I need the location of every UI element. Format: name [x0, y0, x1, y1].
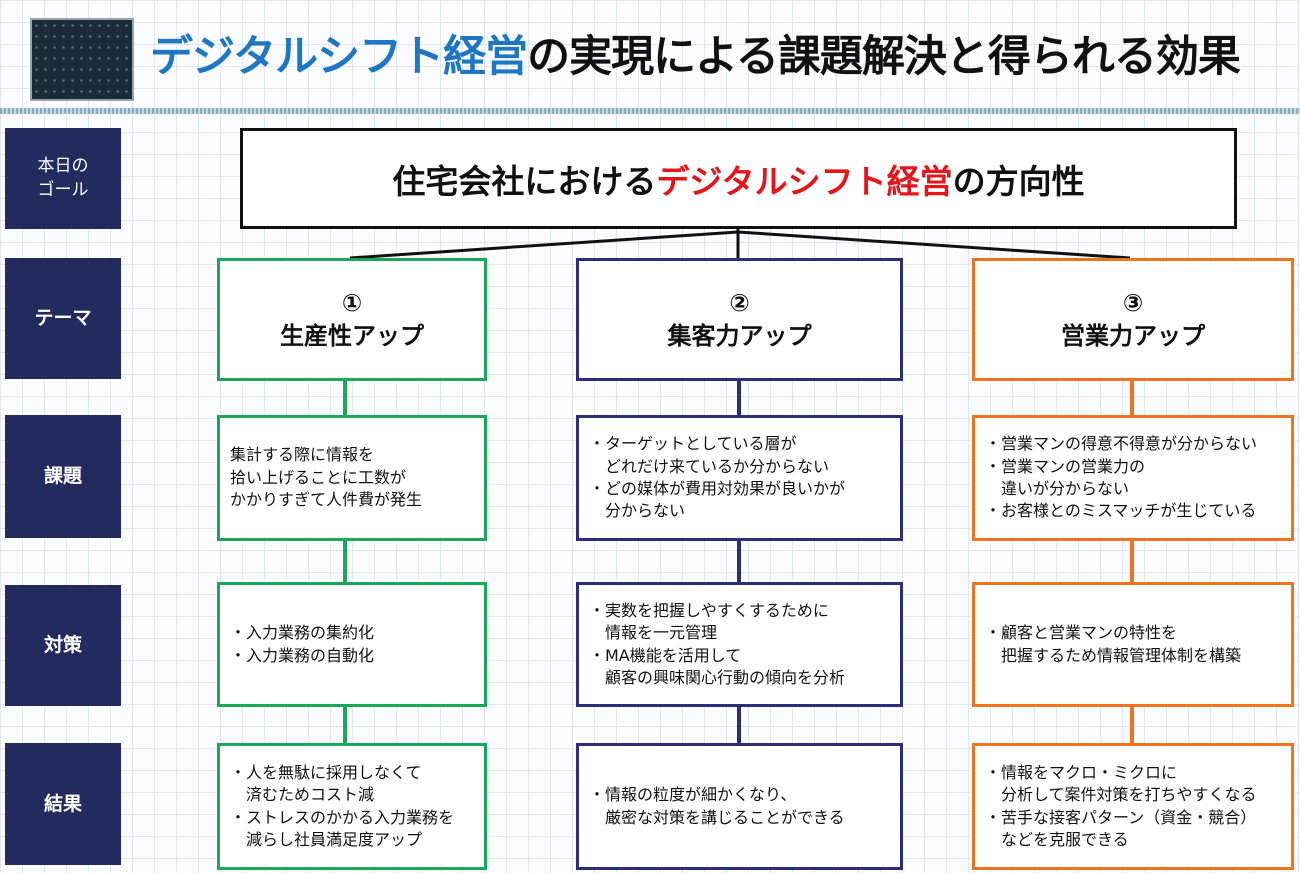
measure-line: ・入力業務の集約化 [230, 623, 375, 643]
goal-highlight: デジタルシフト経営 [656, 161, 953, 201]
issue-line: 分からない [589, 501, 686, 521]
result-line: ・苦手な接客パターン（資金・競合） [985, 807, 1257, 827]
measure-line: 情報を一元管理 [589, 623, 718, 643]
issue-box-1: 集計する際に情報を拾い上げることに工数がかかりすぎて人件費が発生 [217, 415, 487, 541]
row-label-issue: 課題 [5, 415, 121, 538]
theme-number: ① [341, 289, 363, 318]
result-box-3: ・情報をマクロ・ミクロに 分析して案件対策を打ちやすくなる・苦手な接客パターン（… [972, 743, 1294, 870]
theme-title: 生産性アップ [280, 321, 424, 350]
result-line: 分析して案件対策を打ちやすくなる [985, 785, 1257, 805]
theme-number: ③ [1122, 289, 1144, 318]
issue-box-2: ・ターゲットとしている層が どれだけ来ているか分からない・どの媒体が費用対効果が… [576, 415, 903, 541]
issue-line: 集計する際に情報を [230, 445, 375, 465]
logo-image [30, 18, 134, 101]
goal-prefix: 住宅会社における [392, 161, 657, 201]
connector-left [349, 230, 739, 260]
measure-line: 顧客の興味関心行動の傾向を分析 [589, 667, 846, 687]
theme-box-1: ① 生産性アップ [217, 258, 487, 381]
result-line: 減らし社員満足度アップ [230, 829, 423, 849]
issue-line: ・営業マンの得意不得意が分からない [985, 434, 1258, 454]
result-line: ・情報の粒度が細かくなり、 [589, 785, 797, 805]
measure-box-2: ・実数を把握しやすくするために 情報を一元管理・MA機能を活用して 顧客の興味関… [576, 582, 903, 707]
issue-line: ・どの媒体が費用対効果が良いかが [589, 479, 846, 498]
result-line: 済むためコスト減 [230, 785, 375, 805]
theme-box-2: ② 集客力アップ [576, 258, 903, 381]
goal-box: 住宅会社におけるデジタルシフト経営の方向性 [240, 128, 1237, 229]
connector-right [737, 230, 1131, 260]
title-highlight: デジタルシフト経営 [150, 32, 528, 82]
measure-box-3: ・顧客と営業マンの特性を 把握するため情報管理体制を構築 [972, 582, 1294, 707]
issue-line: 違いが分からない [985, 479, 1130, 498]
measure-line: ・実数を把握しやすくするために [589, 600, 829, 620]
decorative-divider [0, 108, 1300, 114]
title-rest: の実現による課題解決と得られる効果 [527, 32, 1241, 82]
theme-title: 集客力アップ [667, 321, 812, 350]
issue-line: ・営業マンの営業力の [985, 456, 1146, 476]
measure-line: 把握するため情報管理体制を構築 [985, 645, 1242, 665]
result-line: ・人を無駄に採用しなくて [230, 762, 422, 782]
row-label-result: 結果 [5, 743, 121, 865]
issue-line: どれだけ来ているか分からない [589, 456, 830, 476]
result-box-2: ・情報の粒度が細かくなり、 厳密な対策を講じることができる [576, 743, 903, 870]
result-line: などを克服できる [985, 829, 1129, 849]
result-line: ・情報をマクロ・ミクロに [985, 762, 1178, 782]
issue-line: ・お客様とのミスマッチが生じている [985, 501, 1257, 521]
result-line: 厳密な対策を講じることができる [589, 807, 845, 827]
issue-line: 拾い上げることに工数が [230, 467, 407, 487]
theme-box-3: ③ 営業力アップ [972, 258, 1294, 381]
result-line: ・ストレスのかかる入力業務を [230, 807, 455, 827]
measure-line: ・MA機能を活用して [589, 645, 742, 665]
result-box-1: ・人を無駄に採用しなくて 済むためコスト減・ストレスのかかる入力業務を 減らし社… [217, 743, 487, 870]
row-label-measure: 対策 [5, 585, 121, 706]
row-label-goal: 本日の ゴール [5, 128, 121, 229]
row-label-theme: テーマ [5, 258, 121, 379]
issue-line: ・ターゲットとしている層が [589, 434, 797, 454]
issue-line: かかりすぎて人件費が発生 [230, 490, 423, 510]
goal-suffix: の方向性 [952, 161, 1085, 201]
measure-line: ・顧客と営業マンの特性を [985, 623, 1178, 643]
issue-box-3: ・営業マンの得意不得意が分からない・営業マンの営業力の 違いが分からない・お客様… [972, 415, 1294, 541]
page-title: デジタルシフト経営の実現による課題解決と得られる効果 [150, 22, 1241, 84]
theme-title: 営業力アップ [1061, 321, 1205, 350]
measure-line: ・入力業務の自動化 [230, 645, 375, 665]
theme-number: ② [729, 289, 750, 318]
measure-box-1: ・入力業務の集約化・入力業務の自動化 [217, 582, 487, 707]
